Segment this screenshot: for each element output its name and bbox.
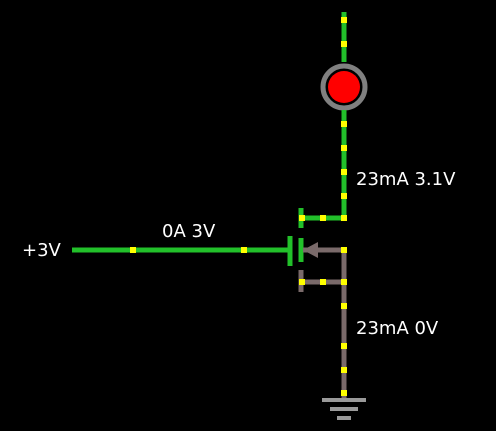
current-dots [130,17,347,396]
ground-icon[interactable] [322,398,366,420]
current-dot [341,343,347,349]
mosfet-arrow-icon [303,242,318,258]
led-ring [320,63,368,111]
current-dot [299,279,305,285]
current-dot [130,247,136,253]
current-dot [341,17,347,23]
current-dot [341,367,347,373]
drain-wire-label: 23mA 3.1V [356,169,456,190]
source-wire-label: 23mA 0V [356,318,439,339]
led-body [328,71,360,103]
current-dot [341,247,347,253]
current-dot [341,215,347,221]
gate-wire-label: 0A 3V [162,221,216,242]
current-dot [299,215,305,221]
gate-source-label: +3V [22,240,62,261]
current-dot [320,215,326,221]
current-dot [341,41,347,47]
current-dot [341,279,347,285]
current-dot [341,303,347,309]
current-dot [241,247,247,253]
current-dot [341,390,347,396]
current-dot [341,121,347,127]
drain-wire[interactable] [302,110,347,221]
led[interactable] [320,63,368,111]
current-dot [320,279,326,285]
current-dot [341,193,347,199]
current-dot [341,169,347,175]
current-dot [341,145,347,151]
mosfet[interactable] [287,208,344,292]
